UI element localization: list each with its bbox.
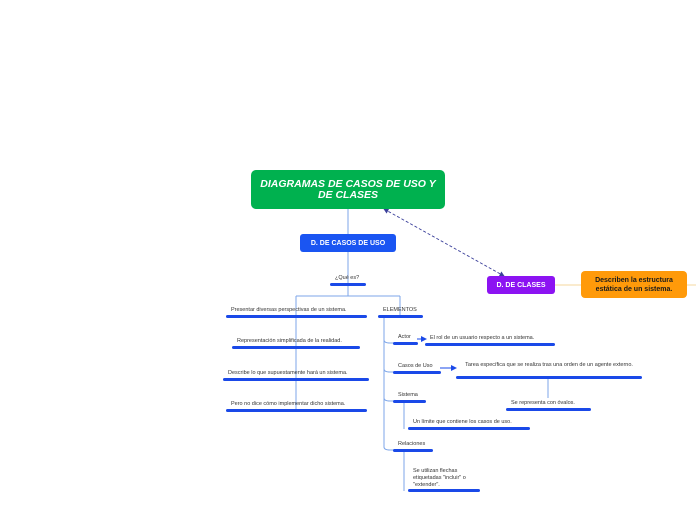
- node-actor[interactable]: Actor: [398, 334, 411, 340]
- node-sistema[interactable]: Sistema: [398, 392, 418, 398]
- underline-sistema-detail: [408, 427, 530, 430]
- underline-item-4: [226, 409, 367, 412]
- underline-relaciones: [393, 449, 433, 452]
- underline-que-es: [330, 283, 366, 286]
- node-que-es[interactable]: ¿Qué es?: [335, 275, 360, 281]
- underline-actor: [393, 342, 418, 345]
- casos-sub-detail[interactable]: Se representa con óvalos.: [511, 400, 575, 406]
- node-casos-de-uso[interactable]: Casos de Uso: [398, 363, 433, 369]
- root-topic[interactable]: DIAGRAMAS DE CASOS DE USO Y DE CLASES: [251, 170, 445, 209]
- que-es-item-1[interactable]: Presentar diversas perspectivas de un si…: [231, 307, 347, 313]
- line-casos: [383, 318, 394, 373]
- underline-elementos: [378, 315, 423, 318]
- underline-sistema: [393, 400, 426, 403]
- line-actor: [383, 318, 394, 344]
- underline-actor-detail: [425, 343, 555, 346]
- que-es-item-2[interactable]: Representación simplificada de la realid…: [237, 338, 342, 344]
- node-clases-descripcion[interactable]: Describen la estructura estática de un s…: [581, 271, 687, 298]
- que-es-item-3[interactable]: Describe lo que supuestamente hará un si…: [228, 370, 348, 376]
- sistema-detail[interactable]: Un límite que contiene los casos de uso.: [413, 419, 512, 425]
- underline-casos-sub: [506, 408, 591, 411]
- underline-casos-detail: [456, 376, 642, 379]
- casos-detail[interactable]: Tarea específica que se realiza tras una…: [465, 362, 633, 368]
- node-clases[interactable]: D. DE CLASES: [487, 276, 555, 294]
- underline-relaciones-detail: [408, 489, 480, 492]
- que-es-item-4[interactable]: Pero no dice cómo implementar dicho sist…: [231, 401, 346, 407]
- line-sistema: [383, 318, 394, 402]
- node-relaciones[interactable]: Relaciones: [398, 441, 426, 447]
- underline-item-1: [226, 315, 367, 318]
- node-elementos[interactable]: ELEMENTOS: [383, 307, 417, 313]
- node-casos-uso[interactable]: D. DE CASOS DE USO: [300, 234, 396, 252]
- line-relaciones: [383, 318, 394, 451]
- underline-casos: [393, 371, 441, 374]
- relaciones-detail[interactable]: Se utilizan flechas etiquetadas "incluir…: [413, 468, 466, 488]
- actor-detail[interactable]: El rol de un usuario respecto a un siste…: [430, 335, 535, 341]
- dashed-root-clases: [383, 208, 505, 277]
- underline-item-2: [232, 346, 360, 349]
- underline-item-3: [223, 378, 369, 381]
